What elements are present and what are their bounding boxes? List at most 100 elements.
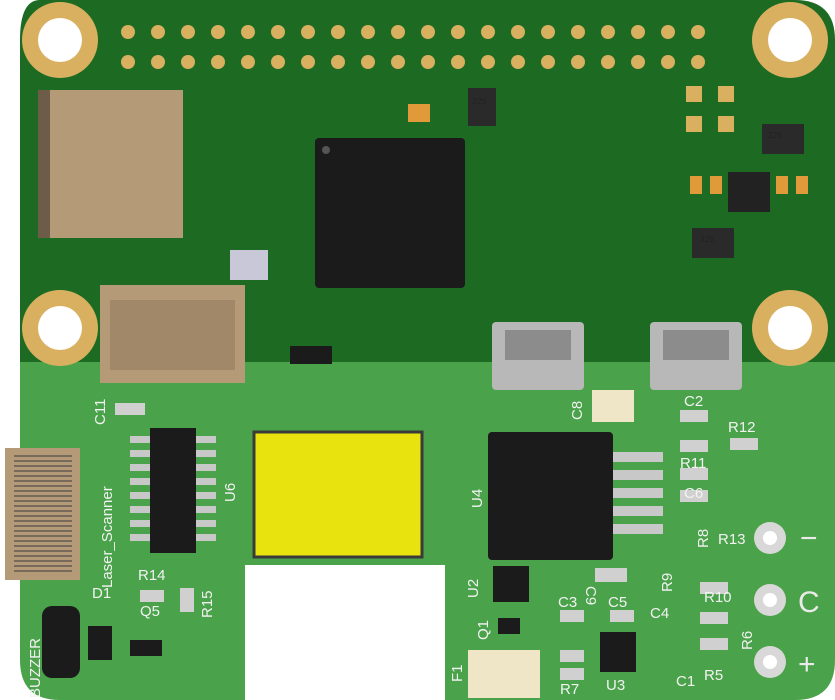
f1-fuse: [468, 650, 540, 698]
label-c1: C1: [676, 673, 695, 690]
label-c8: C8: [569, 401, 586, 420]
label-r12: R12: [728, 419, 756, 436]
gpio-pad: [511, 55, 525, 69]
gpio-pad: [151, 25, 165, 39]
u6-pin: [196, 534, 216, 541]
label-r9: R9: [659, 573, 676, 592]
gpio-pad: [331, 55, 345, 69]
label-c11: C11: [92, 399, 109, 425]
label-r13: R13: [718, 531, 746, 548]
yellow-component: [254, 432, 422, 557]
label-buzzer: BUZZER: [27, 638, 44, 698]
u6-pin: [130, 506, 150, 513]
label-u2: U2: [465, 579, 482, 598]
u6-pin: [196, 492, 216, 499]
u6-pin: [196, 450, 216, 457]
gpio-pad: [481, 25, 495, 39]
gpio-pad: [151, 55, 165, 69]
u6-pin: [130, 534, 150, 541]
gpio-pad: [211, 25, 225, 39]
gpio-pad: [571, 55, 585, 69]
gpio-pad: [211, 55, 225, 69]
gpio-pad: [691, 25, 705, 39]
fpc-pins: [14, 455, 72, 572]
right-capacitor: [762, 124, 804, 154]
gpio-pad: [451, 55, 465, 69]
gpio-pad: [391, 55, 405, 69]
u6-pin: [130, 520, 150, 527]
gpio-pad: [541, 25, 555, 39]
bottom-cap-marking: 225: [700, 235, 715, 244]
gpio-pad: [361, 55, 375, 69]
d1-diode: [88, 626, 112, 660]
u6-pin: [196, 436, 216, 443]
label-c6: C6: [684, 485, 703, 502]
gpio-pad: [121, 55, 135, 69]
gpio-pad: [181, 55, 195, 69]
label-c9: C9: [582, 586, 599, 605]
gpio-pad: [241, 25, 255, 39]
u6-pin: [196, 520, 216, 527]
u6-chip: [150, 428, 196, 553]
gpio-pad: [421, 25, 435, 39]
top-capacitor: [468, 88, 496, 126]
label-c2: C2: [684, 393, 703, 410]
gpio-pad: [661, 25, 675, 39]
u6-pin: [196, 478, 216, 485]
u4-chip: [488, 432, 613, 560]
q1-transistor: [498, 618, 520, 634]
label-r10: R10: [704, 589, 732, 606]
gpio-pad: [451, 25, 465, 39]
q5-transistor: [130, 640, 162, 656]
gpio-pad: [631, 25, 645, 39]
label-f1: F1: [449, 664, 466, 682]
gpio-pad: [661, 55, 675, 69]
gpio-pad: [271, 55, 285, 69]
u6-pin: [130, 478, 150, 485]
label-r14: R14: [138, 567, 166, 584]
gpio-pad: [601, 55, 615, 69]
label-minus: −: [800, 522, 818, 555]
label-r8: R8: [695, 529, 712, 548]
gpio-pad: [631, 55, 645, 69]
gpio-pad: [331, 25, 345, 39]
label-r11: R11: [680, 455, 706, 472]
gpio-pad: [691, 55, 705, 69]
label-laser-scanner: Laser_Scanner: [99, 486, 116, 588]
u2-chip: [493, 566, 529, 602]
gpio-pad: [391, 25, 405, 39]
diode-top: [290, 346, 332, 364]
u6-pin: [130, 450, 150, 457]
gpio-pad: [601, 25, 615, 39]
gpio-pad: [481, 55, 495, 69]
sd-card-slot: [38, 90, 183, 238]
gpio-pad: [121, 25, 135, 39]
u4-pins: [613, 452, 663, 534]
label-r7: R7: [560, 681, 579, 698]
u3-chip: [600, 632, 636, 672]
mounting-holes: [22, 2, 828, 366]
gpio-pad: [301, 55, 315, 69]
right-cap-marking: 225: [768, 131, 783, 140]
label-q1: Q1: [475, 620, 492, 640]
u6-pin: [196, 506, 216, 513]
gpio-pad: [361, 25, 375, 39]
orange-pads-right: [230, 104, 808, 280]
smd-parts: [115, 390, 758, 680]
label-q5: Q5: [140, 603, 160, 620]
u6-pins: [130, 436, 216, 541]
label-plus: +: [798, 648, 816, 681]
test-pads: [686, 86, 734, 132]
gpio-pad: [181, 25, 195, 39]
gpio-pad: [541, 55, 555, 69]
label-c3: C3: [558, 594, 577, 611]
terminal-pads: [754, 522, 786, 678]
label-u3: U3: [606, 677, 625, 694]
label-d1: D1: [92, 585, 111, 602]
main-soc-chip: [315, 138, 465, 288]
label-u4: U4: [469, 489, 486, 508]
gpio-pad: [421, 55, 435, 69]
label-r15: R15: [199, 590, 216, 618]
